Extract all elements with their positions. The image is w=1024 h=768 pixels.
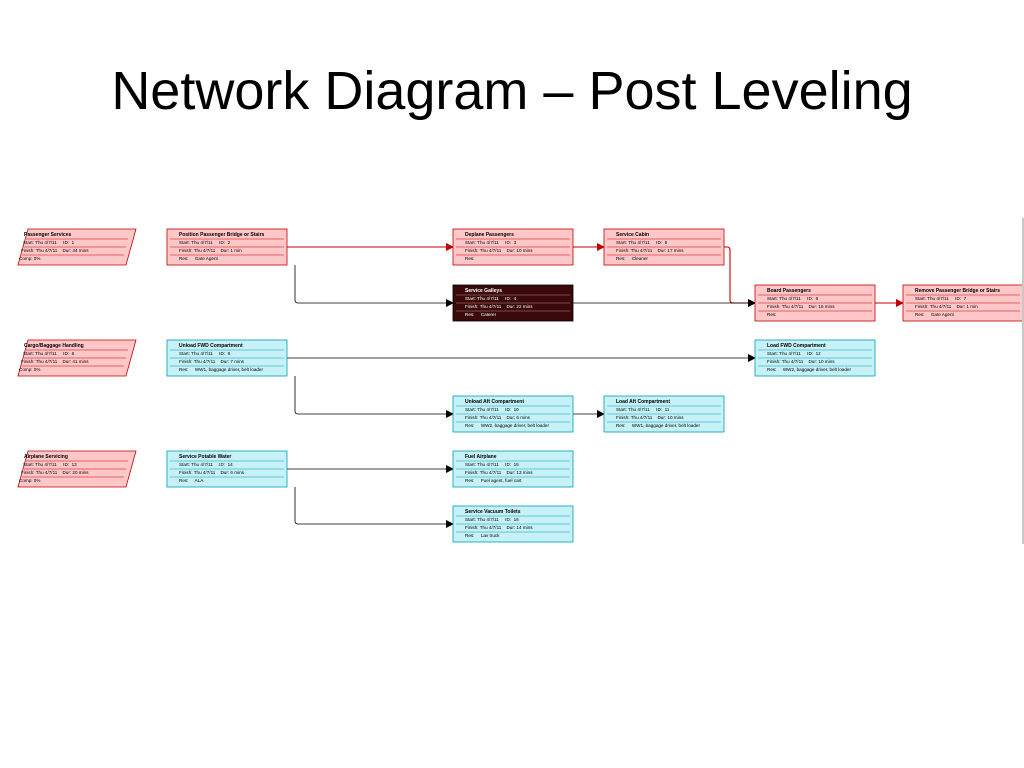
node-row: Finish: Thu 4/7/11 Dur: 22 mins: [465, 304, 533, 309]
node-row: Finish: Thu 4/7/11 Dur: 10 mins: [616, 415, 684, 420]
node-title: Load Aft Compartment: [616, 399, 670, 405]
node-row: Res: WW1, baggage driver, belt loader: [179, 367, 263, 372]
node-row: Start: Thu 4/7/11 ID: 11: [616, 407, 670, 412]
node-title: Service Potable Water: [179, 454, 231, 460]
node-row: Res: WW1, baggage driver, belt loader: [616, 423, 700, 428]
node-title: Service Galleys: [465, 288, 502, 294]
node-title: Remove Passenger Bridge or Stairs: [915, 288, 1000, 294]
link-task-5-to-task-6: [724, 246, 756, 307]
node-row: Res: Fuel agent, fuel cart: [465, 478, 522, 483]
node-row: Res:: [767, 312, 776, 317]
node-row: Res:: [465, 256, 474, 261]
node-row: Start: Thu 4/7/11 ID: 13: [23, 462, 77, 467]
link-task-9-to-task-10: [294, 376, 454, 418]
node-row: Finish: Thu 4/7/11 Dur: 13 mins: [465, 470, 533, 475]
node-row: Start: Thu 4/7/11 ID: 4: [465, 296, 517, 301]
node-row: Start: Thu 4/7/11 ID: 2: [179, 240, 231, 245]
node-row: Res: Caterer: [465, 312, 497, 317]
node-row: Start: Thu 4/7/11 ID: 12: [767, 351, 821, 356]
node-task-7[interactable]: Remove Passenger Bridge or StairsStart: …: [902, 284, 1024, 322]
node-row: Res: WW2, baggage driver, belt loader: [465, 423, 549, 428]
node-row: Finish: Thu 4/7/11 Dur: 1 min: [179, 248, 242, 253]
node-row: Finish: Thu 4/7/11 Dur: 44 mins: [21, 248, 89, 253]
slide-title: Network Diagram – Post Leveling: [111, 61, 913, 121]
node-title: Board Passengers: [767, 288, 811, 294]
node-title: Position Passenger Bridge or Stairs: [179, 232, 265, 238]
node-row: Finish: Thu 4/7/11 Dur: 7 mins: [179, 359, 245, 364]
node-title: Unload FWD Compartment: [179, 343, 243, 349]
node-row: Res: Lav truck: [465, 533, 500, 538]
node-task-2[interactable]: Position Passenger Bridge or StairsStart…: [166, 228, 288, 266]
node-row: Start: Thu 4/7/11 ID: 15: [465, 462, 519, 467]
node-row: Comp: 0%: [19, 256, 40, 261]
node-row: Start: Thu 4/7/11 ID: 9: [179, 351, 231, 356]
node-title: Service Vacuum Toilets: [465, 509, 521, 515]
node-row: Finish: Thu 4/7/11 Dur: 10 mins: [465, 248, 533, 253]
node-row: Finish: Thu 4/7/11 Dur: 10 mins: [767, 359, 835, 364]
node-row: Finish: Thu 4/7/11 Dur: 15 mins: [767, 304, 835, 309]
link-task-2-to-task-4: [294, 265, 454, 307]
node-row: Finish: Thu 4/7/11 Dur: 1 min: [915, 304, 978, 309]
node-title: Deplane Passengers: [465, 232, 514, 238]
node-title: Unload Aft Compartment: [465, 399, 524, 405]
node-title: Passenger Services: [24, 232, 71, 238]
node-row: Finish: Thu 4/7/11 Dur: 14 mins: [465, 525, 533, 530]
node-row: Start: Thu 4/7/11 ID: 14: [179, 462, 233, 467]
node-row: Res: Gate Agent: [179, 256, 219, 261]
node-row: Start: Thu 4/7/11 ID: 3: [465, 240, 517, 245]
node-title: Cargo/Baggage Handling: [24, 343, 84, 349]
node-row: Start: Thu 4/7/11 ID: 6: [767, 296, 819, 301]
node-row: Start: Thu 4/7/11 ID: 1: [23, 240, 75, 245]
node-title: Service Cabin: [616, 232, 649, 238]
node-row: Comp: 0%: [19, 478, 40, 483]
node-row: Start: Thu 4/7/11 ID: 8: [23, 351, 75, 356]
node-row: Comp: 0%: [19, 367, 40, 372]
node-row: Finish: Thu 4/7/11 Dur: 20 mins: [21, 470, 89, 475]
node-title: Airplane Servicing: [24, 454, 68, 460]
node-row: Start: Thu 4/7/11 ID: 16: [465, 517, 519, 522]
node-row: Start: Thu 4/7/11 ID: 7: [915, 296, 967, 301]
node-row: Finish: Thu 4/7/11 Dur: 6 mins: [179, 470, 245, 475]
link-task-14-to-task-16: [294, 487, 454, 528]
node-row: Start: Thu 4/7/11 ID: 10: [465, 407, 519, 412]
node-row: Res: Gate Agent: [915, 312, 955, 317]
scrollbar-edge: [1022, 218, 1024, 544]
node-row: Finish: Thu 4/7/11 Dur: 17 mins: [616, 248, 684, 253]
node-row: Res: Cleaner: [616, 256, 648, 261]
node-title: Load FWD Compartment: [767, 343, 826, 349]
node-row: Res: WW2, baggage driver, belt loader: [767, 367, 851, 372]
node-title: Fuel Airplane: [465, 454, 497, 460]
node-row: Res: ALA: [179, 478, 204, 483]
node-row: Finish: Thu 4/7/11 Dur: 6 mins: [465, 415, 531, 420]
node-row: Finish: Thu 4/7/11 Dur: 41 mins: [21, 359, 89, 364]
node-row: Start: Thu 4/7/11 ID: 5: [616, 240, 668, 245]
